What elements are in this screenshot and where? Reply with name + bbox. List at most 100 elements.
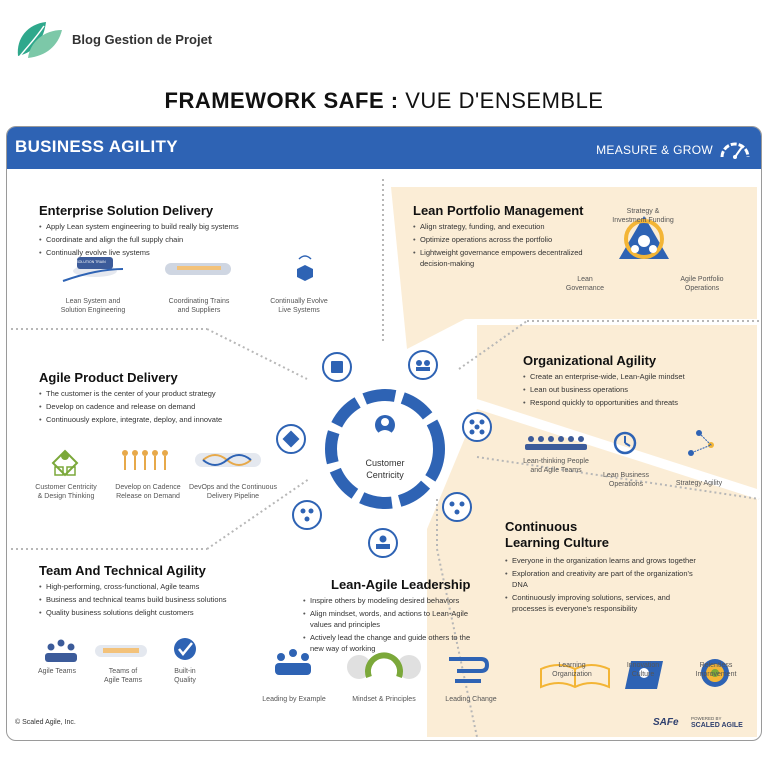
- culture-bullet: Everyone in the organization learns and …: [505, 555, 699, 566]
- caption-line: Coordinating Trains: [168, 298, 230, 305]
- leadership-bullet: Align mindset, words, and actions to Lea…: [303, 608, 483, 630]
- caption-line: Organization: [552, 671, 592, 678]
- business-operations-icon: [613, 431, 637, 455]
- caption-line: Live Systems: [278, 307, 320, 314]
- portfolio-bullet: Optimize operations across the portfolio: [413, 234, 593, 245]
- portfolio-triangle-icon: [619, 216, 669, 259]
- live-systems-icon: [297, 255, 313, 281]
- strategy-funding-caption: Strategy & Investment Funding: [603, 207, 683, 225]
- teams-of-teams-icon: [95, 645, 147, 657]
- safe-logo: SAFe: [653, 717, 679, 728]
- agile-teams-row-icon: [525, 436, 587, 450]
- org-bullet: Lean out business operations: [523, 384, 743, 395]
- title-line: Continuous: [505, 519, 578, 534]
- caption-line: Built-in: [174, 668, 196, 675]
- caption-line: Operations: [684, 285, 720, 292]
- relentless-improvement-icon: [701, 659, 729, 687]
- blog-leaf-logo-icon: [17, 22, 62, 58]
- diagram-background: [11, 179, 760, 738]
- train-icon: [165, 263, 231, 275]
- center-line: Customer: [365, 458, 405, 468]
- lean-agile-leadership-title: Lean-Agile Leadership: [331, 577, 471, 592]
- enterprise-bullet: Continually evolve live systems: [39, 247, 299, 258]
- caption-line: Quality: [174, 677, 196, 684]
- mindset-principles-caption: Mindset & Principles: [352, 696, 416, 703]
- built-in-quality-icon: [174, 638, 196, 660]
- strategy-agility-icon: [688, 430, 714, 456]
- caption-line: Solution Engineering: [60, 307, 126, 314]
- org-bullets: Create an enterprise-wide, Lean-Agile mi…: [523, 371, 743, 410]
- culture-bullet: Exploration and creativity are part of t…: [505, 568, 699, 590]
- leadership-bullet: Actively lead the change and guide other…: [303, 632, 483, 654]
- enterprise-solution-delivery-title: Enterprise Solution Delivery: [39, 203, 214, 218]
- portfolio-bullets: Align strategy, funding, and execution O…: [413, 221, 593, 271]
- caption-line: Governance: [565, 285, 605, 292]
- caption-line: Culture: [631, 671, 655, 678]
- caption-line: Lean Business: [603, 472, 649, 479]
- agile-teams-caption: Agile Teams: [37, 668, 76, 675]
- mindset-principles-icon: [347, 652, 421, 679]
- culture-bullet: Continuously improving solutions, servic…: [505, 592, 699, 614]
- caption-line: Investment Funding: [612, 217, 674, 224]
- safe-framework-diagram: BUSINESS AGILITY MEASURE & GROW: [6, 126, 762, 741]
- strategy-agility-caption: Strategy Agility: [675, 480, 723, 487]
- learning-organization-icon: [540, 664, 610, 689]
- caption-line: Improvement: [695, 671, 737, 678]
- leadership-bullet: Inspire others by modeling desired behav…: [303, 595, 483, 606]
- solution-train-label: SOLUTION TRAIN: [76, 260, 106, 264]
- page-title-rest: VUE D'ENSEMBLE: [398, 88, 604, 113]
- leading-change-caption: Leading Change: [445, 696, 497, 703]
- caption-line: and Suppliers: [177, 307, 221, 314]
- agile-teams-icon: [45, 639, 77, 662]
- team-bullet: Business and technical teams build busin…: [39, 594, 279, 605]
- cadence-icon: [122, 450, 168, 470]
- product-bullet: The customer is the center of your produ…: [39, 388, 289, 399]
- blog-name[interactable]: Blog Gestion de Projet: [72, 32, 213, 47]
- teams-of-teams-caption: Teams of Agile Teams: [91, 667, 155, 685]
- team-bullet: High-performing, cross-functional, Agile…: [39, 581, 279, 592]
- caption-line: Strategy &: [626, 208, 660, 215]
- caption-line: Teams of: [108, 668, 138, 675]
- gauge-icon: [720, 142, 750, 159]
- caption-line: Learning: [558, 662, 586, 669]
- caption-line: DevOps and the Continuous: [189, 484, 277, 491]
- measure-grow-label: MEASURE & GROW: [596, 143, 713, 157]
- design-thinking-icon: [51, 449, 79, 477]
- product-bullets: The customer is the center of your produ…: [39, 388, 289, 427]
- leading-by-example-icon: [275, 649, 311, 675]
- product-bullet: Develop on cadence and release on demand: [39, 401, 289, 412]
- caption-line: Release on Demand: [116, 493, 180, 500]
- caption-line: and Agile Teams: [530, 467, 582, 474]
- caption-line: Agile Teams: [103, 677, 142, 684]
- team-technical-agility-title: Team And Technical Agility: [39, 563, 206, 578]
- caption-line: Agile Portfolio: [680, 276, 724, 283]
- devops-pipeline-icon: [195, 453, 261, 467]
- coordinating-trains-caption: Coordinating Trains and Suppliers: [149, 297, 249, 315]
- caption-line: Relentless: [699, 662, 733, 669]
- product-bullet: Continuously explore, integrate, deploy,…: [39, 414, 289, 425]
- page-title: FRAMEWORK SAFE : VUE D'ENSEMBLE: [0, 88, 768, 114]
- team-bullets: High-performing, cross-functional, Agile…: [39, 581, 279, 620]
- caption-line: Innovation: [626, 662, 660, 669]
- scaled-agile-logo: SCALED AGILE: [691, 722, 743, 729]
- header-title: BUSINESS AGILITY: [15, 137, 178, 156]
- team-bullet: Quality business solutions delight custo…: [39, 607, 279, 618]
- org-bullet: Respond quickly to opportunities and thr…: [523, 397, 743, 408]
- leadership-bullets: Inspire others by modeling desired behav…: [303, 595, 483, 656]
- leading-change-icon: [449, 657, 490, 683]
- culture-bullets: Everyone in the organization learns and …: [505, 555, 699, 616]
- portfolio-bullet: Align strategy, funding, and execution: [413, 221, 593, 232]
